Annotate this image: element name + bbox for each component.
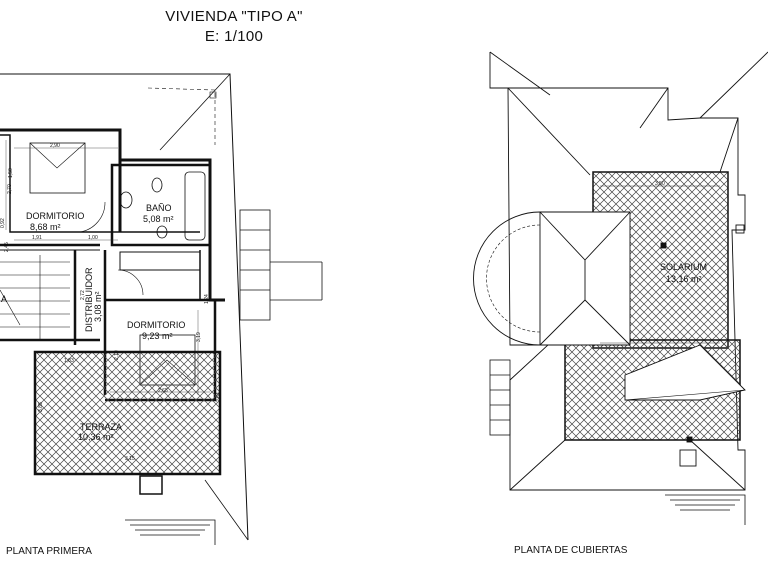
inner-roof-block — [624, 344, 746, 401]
dim-191: 1,91 — [32, 235, 42, 241]
dim-315: 3,15 — [125, 456, 135, 462]
dim-219: 2,19 — [114, 350, 120, 360]
left-eave-diagonal-lower — [204, 479, 249, 541]
drawing-scale: E: 1/100 — [204, 28, 264, 45]
side-stair-left-plan — [239, 209, 323, 321]
exterior-wall-dormitorio1 — [0, 134, 105, 233]
dim-272: 2,72 — [80, 290, 86, 300]
roof-main — [507, 87, 746, 491]
stair — [0, 255, 70, 340]
dashed-projection — [147, 87, 216, 145]
room-area-dormitorio2: 9,23 m² — [142, 331, 173, 341]
caption-planta-cubiertas: PLANTA DE CUBIERTAS — [514, 545, 628, 556]
lower-balcony — [125, 519, 216, 545]
planta-de-cubiertas — [473, 51, 768, 525]
terraza-area — [33, 350, 222, 476]
dim-350: 3,50 — [655, 181, 665, 187]
room-name-bano: BAÑO — [146, 203, 172, 213]
bano-block — [110, 163, 212, 247]
sink — [119, 191, 133, 209]
chimney-right — [679, 449, 697, 467]
dim-100: 1,00 — [88, 235, 98, 241]
room-area-bano: 5,08 m² — [143, 214, 174, 224]
dim-092: 0,92 — [0, 218, 6, 228]
room-area-terraza: 10,36 m² — [78, 432, 114, 442]
roof-outline-outer — [489, 52, 510, 89]
bathtub — [184, 171, 206, 241]
dim-319: 3,19 — [196, 332, 202, 342]
room-area-distribuidor: 3,08 m² — [93, 291, 103, 322]
chimney — [139, 475, 163, 495]
side-stair-right — [489, 359, 746, 525]
room-area-solarium: 13,16 m² — [666, 274, 702, 284]
door-arc-2 — [117, 269, 144, 296]
toilet — [151, 177, 163, 193]
dim-284: 2,84 — [216, 392, 222, 402]
room-name-solarium: SOLARIUM — [660, 262, 707, 272]
room-name-distribuidor: DISTRIBUIDOR — [84, 267, 94, 332]
bidet — [156, 225, 168, 239]
dim-183: 1,83 — [64, 358, 74, 364]
room-name-dormitorio1: DORMITORIO — [26, 211, 84, 221]
planta-primera — [0, 73, 323, 545]
room-name-dormitorio2: DORMITORIO — [127, 320, 185, 330]
door-arc-1 — [79, 201, 106, 233]
dim-265: 2,65 — [158, 388, 168, 394]
dim-150: 1,50 — [8, 168, 14, 178]
dim-124: 1,24 — [204, 294, 210, 304]
room-name-terraza: TERRAZA — [80, 422, 122, 432]
room-area-dormitorio1: 8,68 m² — [30, 222, 61, 232]
drawing-title: VIVIENDA "TIPO A" — [165, 8, 303, 25]
dim-270: 2,70 — [7, 184, 13, 194]
bed-dormitorio1 — [29, 142, 86, 194]
dim-290: 2,90 — [50, 143, 60, 149]
round-turret — [473, 211, 541, 346]
left-eave-diagonal — [159, 73, 231, 151]
dim-245: 2,45 — [4, 242, 10, 252]
room-partial: A — [1, 294, 7, 304]
dim-385: 3,85 — [38, 402, 44, 412]
caption-planta-primera: PLANTA PRIMERA — [6, 546, 92, 557]
